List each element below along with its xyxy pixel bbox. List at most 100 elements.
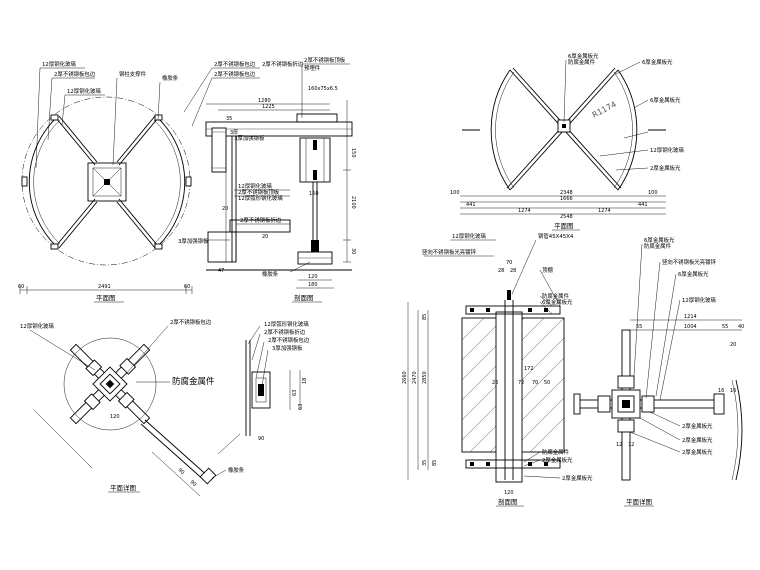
label-prd-vertical: 竖向不锈钢板光亮镀锌 [662, 258, 717, 266]
label-prd-glass: 12厚钢化玻璃 [682, 296, 716, 304]
dim-prd-16b: 16 [730, 388, 736, 394]
dim-sec-1280: 1280 [258, 98, 271, 104]
title-plan-left-detail: 平面详图 [110, 483, 136, 492]
dim-right-margin: 60 [184, 284, 190, 290]
label-prd-metal-3: 2厚金属板光 [682, 422, 713, 430]
label-sr-metal-2: 2厚金属板光 [542, 456, 573, 464]
label-sec-top-1: 2厚不锈钢板顶板 [304, 56, 346, 64]
label-pd-curved: 12厚弧形钢化玻璃 [264, 320, 309, 328]
title-plan-left: 平面图 [96, 294, 116, 302]
dim-sec-20b: 20 [262, 234, 268, 240]
label-pd-fold: 2厚不锈钢板折边 [264, 328, 306, 336]
label-glass-1: 12厚钢化玻璃 [42, 60, 76, 68]
label-sr-glass: 12厚钢化玻璃 [452, 232, 486, 240]
dim-sr-28a: 28 [498, 268, 504, 274]
dim-pr-1666: 1666 [560, 196, 573, 202]
dim-sr-85a: 85 [422, 314, 428, 320]
dim-prd-55a: 55 [636, 324, 642, 330]
label-pd-edge-2: 2厚不锈钢板包边 [268, 336, 310, 344]
label-sec-fold-2: 2厚不锈钢板折边 [240, 216, 282, 224]
label-edge-1: 2厚不锈钢板包边 [54, 70, 96, 78]
dim-pd-63b: 63 [298, 404, 304, 410]
label-prd-metal-2: 6厚金属板光 [678, 270, 709, 278]
dim-prd-12b: 12 [628, 442, 634, 448]
radius-label: R1174 [591, 100, 618, 120]
dim-sr-72: 72 [518, 380, 524, 386]
label-pr-anticorr: 防腐金属件 [568, 58, 596, 66]
dim-pd-90c: 90 [258, 436, 264, 442]
dim-sec-1225: 1225 [262, 104, 275, 110]
dim-sr-35: 35 [422, 460, 428, 466]
dim-sec-150b: 150 [309, 191, 319, 197]
plan-left: 2491 60 60 12厚钢化玻璃 2厚不锈钢板包边 12厚钢化玻璃 钢柱支撑… [18, 60, 193, 303]
dim-prd-55b: 55 [722, 324, 728, 330]
dim-pr-100a: 100 [450, 190, 460, 196]
dim-width: 2491 [98, 284, 111, 290]
dim-sec-20: 20 [222, 206, 228, 212]
dim-sr-2470: 2470 [412, 371, 418, 384]
dim-sr-120: 120 [504, 490, 514, 496]
dim-prd-20: 20 [730, 342, 736, 348]
label-sec-edge-2: 2厚不锈钢板包边 [214, 70, 256, 78]
label-sr-tube: 钢管45X45X4 [538, 232, 574, 240]
label-rubber: 橡胶条 [162, 74, 179, 82]
label-sr-metal-3: 2厚金属板光 [562, 474, 593, 482]
label-sec-embed: 预埋件 [304, 64, 321, 72]
dim-pr-441b: 441 [638, 202, 648, 208]
label-sr-ceiling: 顶棚 [542, 266, 553, 274]
dim-sec-180: 180 [308, 282, 318, 288]
dim-sec-2100: 2100 [350, 196, 356, 209]
dim-pr-1274b: 1274 [598, 208, 611, 214]
dim-pr-2348: 2348 [560, 190, 573, 196]
dim-prd-40: 40 [738, 324, 744, 330]
dim-sr-85b: 85 [432, 460, 438, 466]
section-right: 2660 2470 2850 85 35 85 70 28 28 172 26 … [402, 232, 593, 507]
dim-pr-100b: 100 [648, 190, 658, 196]
dim-sr-50: 50 [544, 380, 550, 386]
label-pd-rubber: 橡胶条 [228, 466, 245, 474]
label-glass-2: 12厚钢化玻璃 [67, 87, 101, 95]
label-sec-plate: 3厚加强钢板 [234, 134, 265, 142]
dim-pd-18: 18 [302, 378, 308, 384]
plan-left-detail: 90 90 120 12厚钢化玻璃 2厚不锈钢板包边 防腐金属件 橡胶条 63 … [20, 318, 310, 497]
dim-sec-3mm: 3厚 [230, 130, 238, 136]
dim-sr-2660: 2660 [402, 371, 408, 384]
dim-prd-1214: 1214 [684, 314, 697, 320]
dim-pr-2548: 2548 [560, 214, 573, 220]
label-sr-metal: 6厚金属板光 [542, 298, 573, 306]
label-sec-curved: 12厚弧形钢化玻璃 [238, 194, 283, 202]
title-section-mid: 剖面图 [294, 293, 314, 302]
label-prd-anticorr: 防腐金属件 [644, 242, 672, 250]
dim-pd-120: 120 [110, 414, 120, 420]
dim-pd-63a: 63 [292, 390, 298, 396]
label-sec-top-2: 2厚不锈钢板顶板 [238, 188, 280, 196]
dim-pd-90b: 90 [189, 479, 198, 488]
dim-sr-2850: 2850 [422, 371, 428, 384]
dim-prd-12a: 12 [616, 442, 622, 448]
label-support: 钢柱支撑件 [119, 70, 147, 78]
label-sec-rubber: 橡胶条 [262, 270, 279, 278]
plan-right: R1174 2348 1666 1274 1274 2548 441 441 1… [450, 52, 684, 231]
label-pr-metal-1: 6厚金属板光 [568, 52, 599, 60]
dim-pr-441a: 441 [466, 202, 476, 208]
label-sr-anticorr: 防腐金属件 [542, 292, 570, 300]
dim-pr-1274a: 1274 [518, 208, 531, 214]
label-prd-metal-1: 6厚金属板光 [644, 236, 675, 244]
section-mid: 150 2100 30 1280 1225 35 160x75x6.5 3厚 1… [178, 56, 356, 303]
label-sr-vertical: 竖向不锈钢板光亮镀锌 [422, 248, 477, 256]
label-pd-plate: 3厚加强钢板 [272, 344, 303, 352]
dim-sr-28b: 28 [510, 268, 516, 274]
label-pd-edge: 2厚不锈钢板包边 [170, 318, 212, 326]
dim-sec-120: 120 [308, 274, 318, 280]
dim-left-margin: 60 [18, 284, 24, 290]
plan-right-detail: 1214 1004 55 55 40 20 16 16 12 12 6厚金属板光… [573, 236, 744, 507]
dim-sr-26: 26 [492, 380, 498, 386]
title-plan-right-detail: 平面详图 [626, 497, 652, 506]
label-pr-metal-3: 6厚金属板光 [650, 96, 681, 104]
title-plan-right: 平面图 [554, 222, 574, 230]
label-sec-edge-1: 2厚不锈钢板包边 [214, 60, 256, 68]
dim-sec-47: 47 [218, 268, 224, 274]
dim-sec-30: 30 [350, 248, 356, 254]
dim-pd-90a: 90 [177, 467, 186, 476]
